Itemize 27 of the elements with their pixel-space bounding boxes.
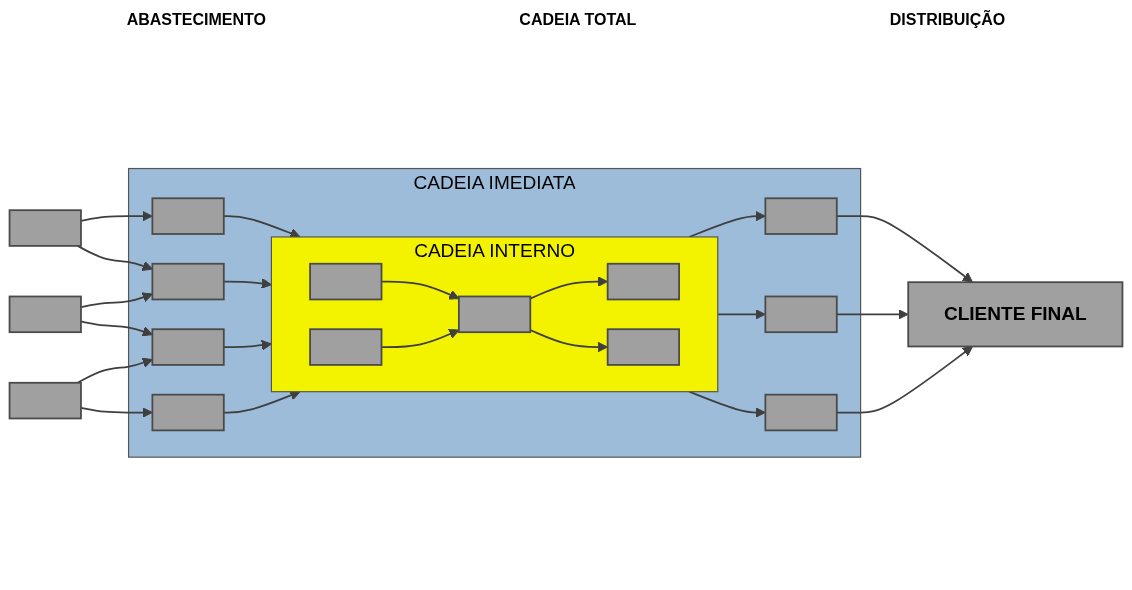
node-box: [309, 327, 383, 366]
arrow: [80, 210, 153, 222]
node-box: [151, 197, 225, 235]
node-box: [606, 327, 680, 366]
node-box: CLIENTE FINAL: [907, 280, 1124, 348]
section-heading: CADEIA TOTAL: [519, 11, 637, 29]
node-box: [764, 393, 838, 431]
cluster: CADEIA INTERNO: [270, 236, 719, 392]
arrow: [80, 320, 153, 337]
node-box: [8, 208, 82, 247]
node-box: [151, 262, 225, 300]
arrow: [80, 406, 153, 418]
arrow: [688, 390, 766, 418]
node-box: [764, 295, 838, 333]
node-box: [606, 262, 680, 300]
node-box: [457, 295, 532, 333]
node-box: [8, 295, 82, 333]
node-box: [8, 381, 82, 420]
section-heading: DISTRIBUIÇÃO: [889, 11, 1006, 29]
node-box: [151, 393, 225, 431]
arrow: [80, 291, 153, 308]
node-box: [764, 197, 838, 235]
arrow: [76, 244, 153, 271]
node-box: [151, 327, 225, 366]
arrow: [76, 357, 153, 384]
section-heading: ABASTECIMENTO: [126, 11, 266, 29]
node-box: [309, 262, 383, 300]
